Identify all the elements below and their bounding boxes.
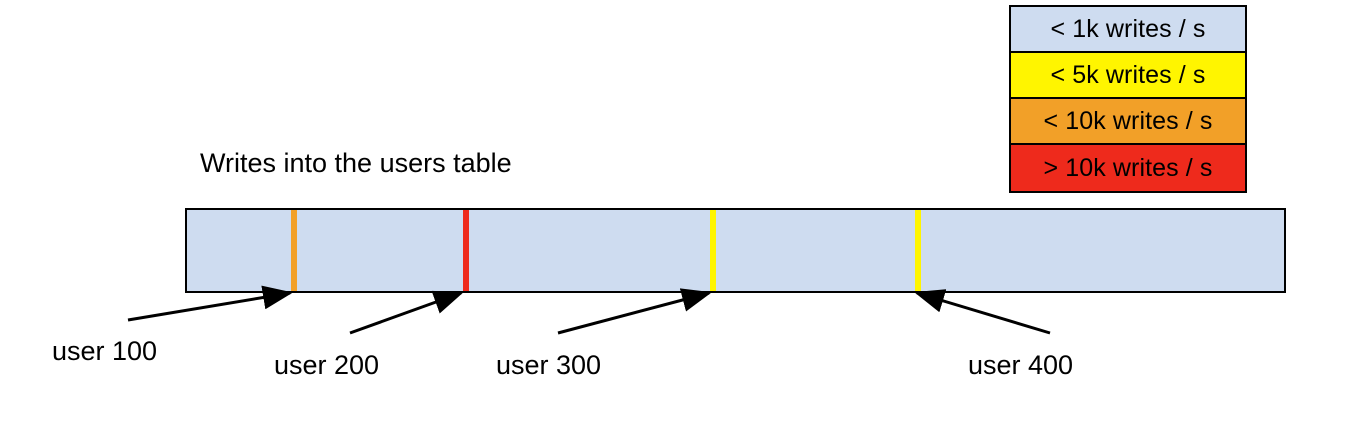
callout-label-user-100: user 100: [52, 336, 158, 366]
hotspot-marker-user-100: [291, 210, 297, 291]
legend-row-high: < 10k writes / s: [1011, 99, 1245, 145]
callout-arrow-user-300: [557, 288, 712, 335]
chart-title: Writes into the users table: [200, 148, 512, 178]
callout-arrow-user-200: [349, 290, 464, 335]
legend-row-mid: < 5k writes / s: [1011, 53, 1245, 99]
hotspot-marker-user-300: [710, 210, 716, 291]
write-rate-legend: < 1k writes / s < 5k writes / s < 10k wr…: [1009, 5, 1247, 193]
hotspot-marker-user-200: [463, 210, 469, 291]
legend-label-high: < 10k writes / s: [1043, 106, 1213, 135]
callout-arrow-user-400: [914, 289, 1051, 335]
hotspot-marker-user-400: [915, 210, 921, 291]
legend-label-mid: < 5k writes / s: [1050, 60, 1206, 89]
callout-label-user-300: user 300: [496, 350, 602, 380]
legend-label-low: < 1k writes / s: [1050, 14, 1206, 43]
legend-row-critical: > 10k writes / s: [1011, 145, 1245, 191]
callout-label-user-200: user 200: [274, 350, 380, 380]
legend-label-critical: > 10k writes / s: [1043, 153, 1213, 182]
callout-label-user-400: user 400: [968, 350, 1074, 380]
callout-arrow-user-100: [127, 285, 293, 322]
users-table-bar: [185, 208, 1286, 293]
legend-row-low: < 1k writes / s: [1011, 7, 1245, 53]
